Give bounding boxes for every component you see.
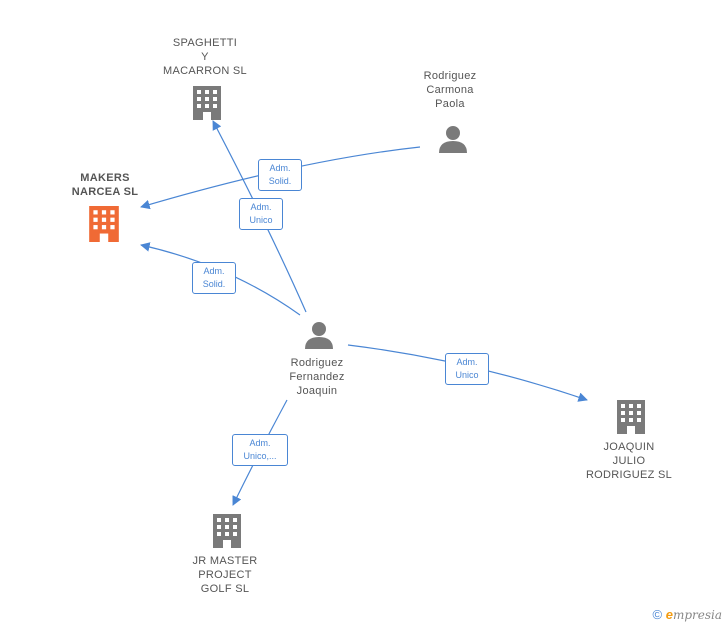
brand-logo-text: mpresia bbox=[672, 608, 722, 622]
edge-label-fernandez-spaghetti: Adm. Unico bbox=[239, 198, 283, 230]
edge-label-carmona-makers: Adm. Solid. bbox=[258, 159, 302, 191]
node-label-makers[interactable]: MAKERS NARCEA SL bbox=[71, 172, 139, 198]
building-icon[interactable] bbox=[88, 206, 120, 242]
edge-label-fernandez-makers: Adm. Solid. bbox=[192, 262, 236, 294]
person-icon[interactable] bbox=[438, 124, 468, 154]
node-label-jr-master[interactable]: JR MASTER PROJECT GOLF SL bbox=[192, 555, 258, 595]
node-label-fernandez[interactable]: Rodriguez Fernandez Joaquin bbox=[289, 357, 345, 397]
building-icon[interactable] bbox=[616, 400, 646, 434]
node-label-carmona[interactable]: Rodriguez Carmona Paola bbox=[423, 70, 477, 110]
node-label-joaquin-julio[interactable]: JOAQUIN JULIO RODRIGUEZ SL bbox=[585, 441, 673, 481]
building-icon[interactable] bbox=[212, 514, 242, 548]
edge-label-fernandez-joaquin: Adm. Unico bbox=[445, 353, 489, 385]
copyright-icon: © bbox=[652, 607, 663, 622]
building-icon[interactable] bbox=[192, 86, 222, 120]
edge-label-fernandez-jrmaster: Adm. Unico,... bbox=[232, 434, 288, 466]
footer-brand: © empresia bbox=[652, 607, 722, 622]
person-icon[interactable] bbox=[304, 320, 334, 350]
node-label-spaghetti[interactable]: SPAGHETTI Y MACARRON SL bbox=[163, 37, 247, 77]
brand-logo-e: e bbox=[665, 607, 673, 622]
